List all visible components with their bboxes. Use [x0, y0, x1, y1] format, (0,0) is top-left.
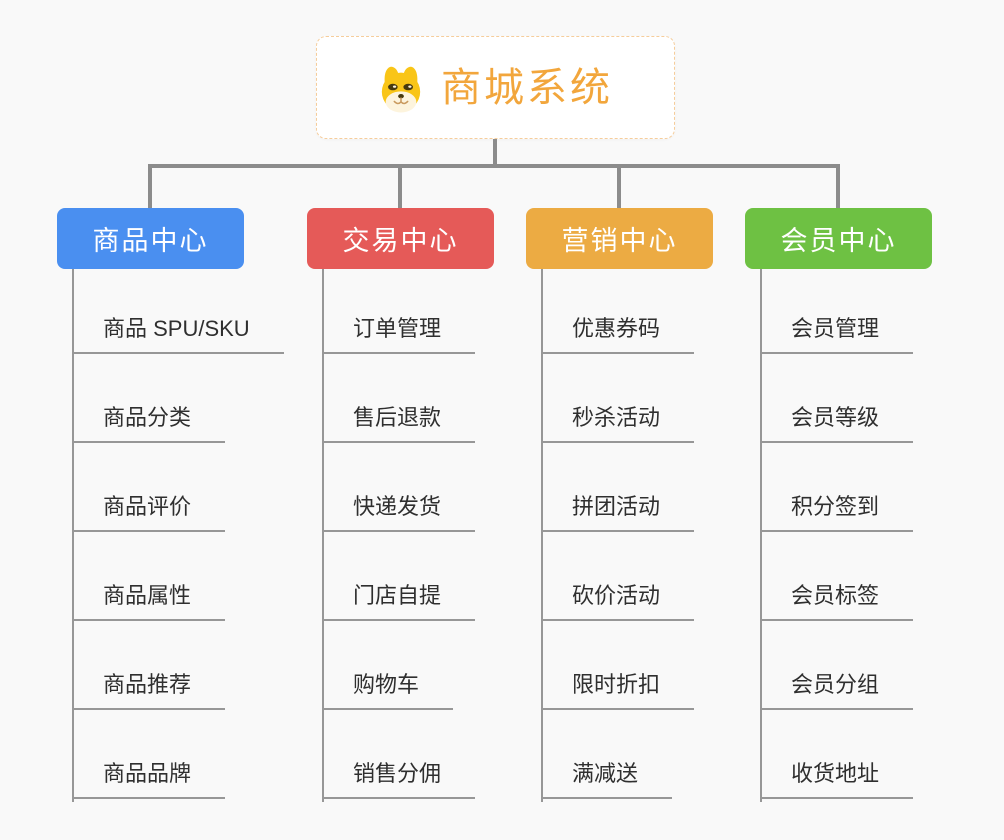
- leaf-node[interactable]: 收货地址: [760, 761, 914, 799]
- branch-column-product-center: 商品 SPU/SKU 商品分类 商品评价 商品属性 商品推荐 商品品牌: [72, 269, 332, 809]
- branch-line: [541, 269, 543, 802]
- branch-line: [72, 269, 74, 802]
- root-node-title: 商城系统: [441, 65, 613, 110]
- connector-horizontal-rail: [148, 164, 840, 168]
- root-node[interactable]: 商城系统: [316, 36, 675, 139]
- connector-drop-products: [148, 164, 152, 208]
- leaf-node[interactable]: 优惠券码: [541, 316, 695, 354]
- leaf-node[interactable]: 会员分组: [760, 672, 914, 710]
- connector-root-stub: [493, 139, 497, 165]
- leaf-node[interactable]: 积分签到: [760, 494, 914, 532]
- leaf-node[interactable]: 拼团活动: [541, 494, 695, 532]
- leaf-node[interactable]: 购物车: [322, 672, 454, 710]
- leaf-node[interactable]: 会员标签: [760, 583, 914, 621]
- leaf-node[interactable]: 商品 SPU/SKU: [72, 316, 284, 354]
- leaf-node[interactable]: 限时折扣: [541, 672, 695, 710]
- leaf-node[interactable]: 满减送: [541, 761, 673, 799]
- leaf-node[interactable]: 销售分佣: [322, 761, 476, 799]
- leaf-node[interactable]: 商品推荐: [72, 672, 226, 710]
- leaf-node[interactable]: 订单管理: [322, 316, 476, 354]
- leaf-node[interactable]: 会员管理: [760, 316, 914, 354]
- branch-column-member-center: 会员管理 会员等级 积分签到 会员标签 会员分组 收货地址: [760, 269, 1004, 809]
- branch-node-product-center[interactable]: 商品中心: [57, 208, 244, 269]
- branch-column-trade-center: 订单管理 售后退款 快递发货 门店自提 购物车 销售分佣: [322, 269, 582, 809]
- leaf-node[interactable]: 售后退款: [322, 405, 476, 443]
- branch-node-marketing-center[interactable]: 营销中心: [526, 208, 713, 269]
- leaf-node[interactable]: 秒杀活动: [541, 405, 695, 443]
- branch-line: [760, 269, 762, 802]
- leaf-node[interactable]: 商品品牌: [72, 761, 226, 799]
- connector-drop-marketing: [617, 164, 621, 208]
- branch-column-marketing-center: 优惠券码 秒杀活动 拼团活动 砍价活动 限时折扣 满减送: [541, 269, 801, 809]
- leaf-node[interactable]: 会员等级: [760, 405, 914, 443]
- leaf-node[interactable]: 门店自提: [322, 583, 476, 621]
- branch-line: [322, 269, 324, 802]
- connector-drop-trade: [398, 164, 402, 208]
- leaf-node[interactable]: 快递发货: [322, 494, 476, 532]
- leaf-node[interactable]: 商品评价: [72, 494, 226, 532]
- leaf-node[interactable]: 商品属性: [72, 583, 226, 621]
- connector-drop-members: [836, 164, 840, 208]
- branch-node-member-center[interactable]: 会员中心: [745, 208, 932, 269]
- shiba-dog-icon: [381, 66, 421, 112]
- leaf-node[interactable]: 商品分类: [72, 405, 226, 443]
- leaf-node[interactable]: 砍价活动: [541, 583, 695, 621]
- branch-node-trade-center[interactable]: 交易中心: [307, 208, 494, 269]
